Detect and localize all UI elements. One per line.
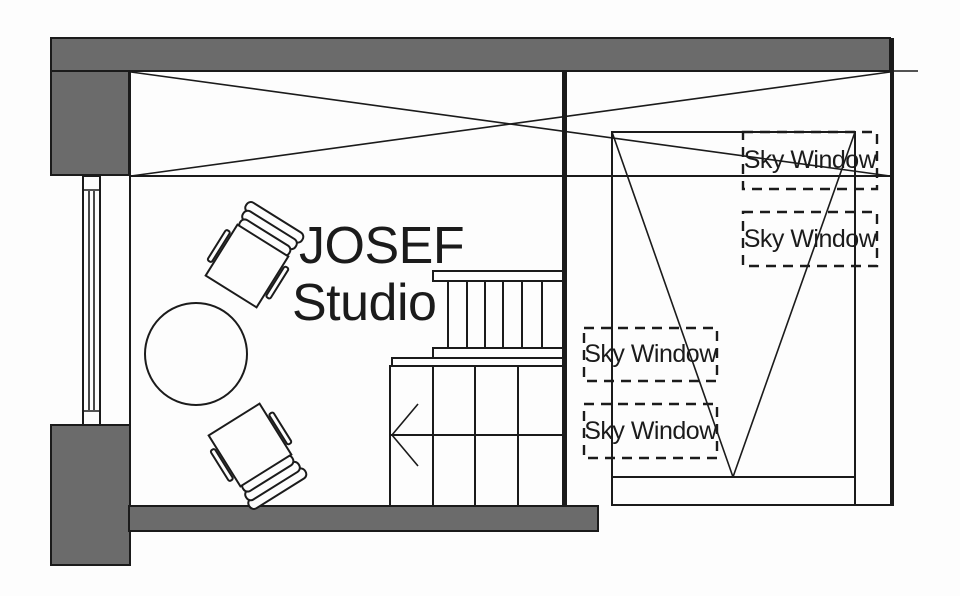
bottom-wall-band	[128, 505, 599, 532]
sky-window-label-4: Sky Window	[584, 416, 717, 445]
studio-subtitle-text: Studio	[292, 274, 437, 332]
sky-window-box-4	[582, 402, 719, 460]
railing-bottom-bar	[432, 347, 564, 359]
left-wall-lower-block	[50, 424, 131, 566]
railing-top-bar	[432, 270, 564, 282]
sky-window-label-1: Sky Window	[743, 146, 877, 174]
armchair-upper	[204, 201, 305, 309]
cross-brace-line-b	[130, 71, 891, 177]
sky-window-box-1	[741, 130, 879, 191]
sky-window-box-2	[741, 210, 879, 268]
railing-balusters	[447, 280, 543, 349]
studio-name-text: JOSEF	[299, 217, 465, 275]
roof-slope-line-right	[732, 131, 856, 478]
roof-slope-line-left	[611, 131, 734, 478]
center-dividing-wall	[562, 71, 567, 507]
left-wall-upper-block	[50, 70, 130, 176]
sky-window-box-3	[582, 326, 719, 383]
stair-treads	[391, 365, 564, 507]
top-wall	[50, 37, 891, 72]
stair-direction-arrow	[390, 403, 419, 467]
armchair-lower	[207, 402, 308, 510]
sky-window-label-3: Sky Window	[584, 340, 717, 368]
sky-window-label-2: Sky Window	[743, 224, 877, 253]
right-wall	[890, 38, 894, 506]
round-table	[144, 302, 248, 406]
left-window-frame	[82, 175, 101, 426]
landing-edge-bar	[391, 357, 564, 367]
